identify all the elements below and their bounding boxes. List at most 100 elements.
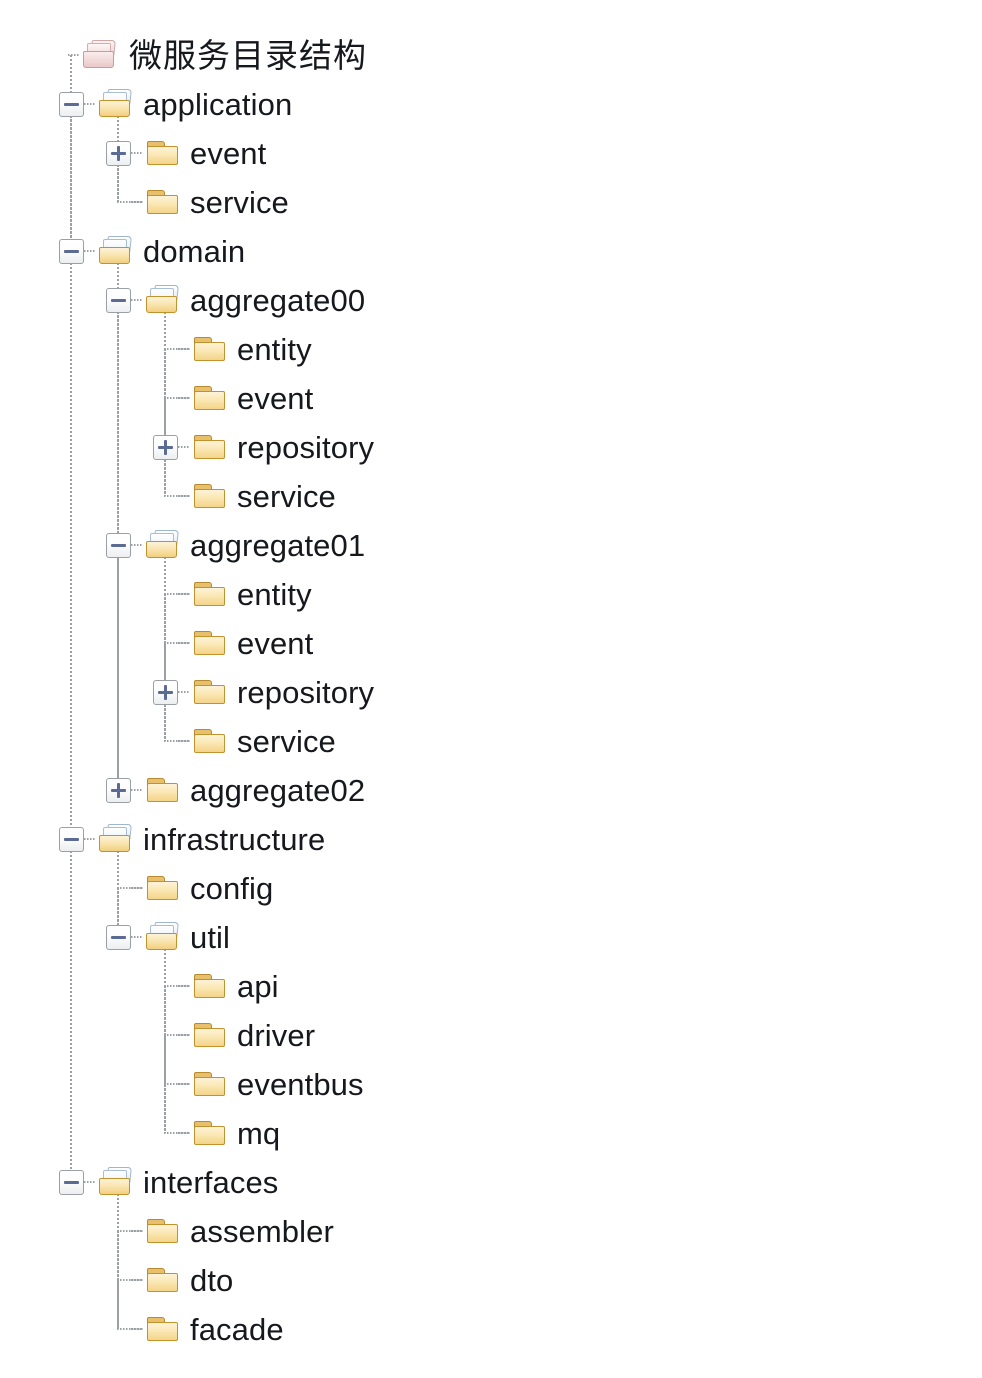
tree-guide-horizontal bbox=[117, 1279, 143, 1281]
tree-guide-horizontal bbox=[117, 201, 143, 203]
tree-guide-vertical bbox=[117, 839, 119, 937]
folder-closed-icon bbox=[192, 334, 228, 364]
folder-closed-icon bbox=[192, 628, 228, 658]
folder-closed-icon bbox=[192, 383, 228, 413]
tree-guide-vertical bbox=[164, 300, 166, 496]
tree-node-driver[interactable]: driver bbox=[153, 1011, 315, 1059]
folder-open-icon bbox=[145, 530, 181, 560]
tree-node-repository[interactable]: repository bbox=[153, 668, 374, 716]
tree-node-label: infrastructure bbox=[143, 821, 326, 857]
folder-open-icon bbox=[98, 824, 134, 854]
folder-closed-icon bbox=[145, 187, 181, 217]
tree-guide-horizontal bbox=[164, 1083, 190, 1085]
tree-node-assembler[interactable]: assembler bbox=[106, 1207, 334, 1255]
tree-node-label: entity bbox=[237, 576, 312, 612]
tree-node-entity[interactable]: entity bbox=[153, 325, 312, 373]
folder-open-icon bbox=[98, 1167, 134, 1197]
tree-guide-stub bbox=[131, 887, 143, 889]
tree-node-event[interactable]: event bbox=[153, 619, 313, 667]
tree-guide-stub bbox=[178, 691, 190, 693]
tree-guide-stub bbox=[84, 1181, 96, 1183]
expand-plus-icon[interactable] bbox=[153, 434, 178, 460]
tree-guide-horizontal bbox=[164, 985, 190, 987]
tree-node-label: aggregate02 bbox=[190, 772, 366, 808]
tree-toggle-spacer bbox=[43, 43, 68, 68]
tree-node-service[interactable]: service bbox=[106, 178, 289, 226]
tree-node-label: assembler bbox=[190, 1213, 334, 1249]
tree-guide-stub bbox=[84, 103, 96, 105]
tree-node-util[interactable]: util bbox=[106, 913, 230, 961]
tree-node-api[interactable]: api bbox=[153, 962, 279, 1010]
tree-node-dto[interactable]: dto bbox=[106, 1256, 233, 1304]
tree-guide-horizontal bbox=[117, 887, 143, 889]
tree-node-label: util bbox=[190, 919, 231, 955]
tree-node-event[interactable]: event bbox=[153, 374, 313, 422]
tree-guide-horizontal bbox=[164, 740, 190, 742]
collapse-minus-icon[interactable] bbox=[106, 532, 131, 558]
collapse-minus-icon[interactable] bbox=[59, 826, 84, 852]
tree-toggle-spacer bbox=[153, 386, 178, 411]
folder-closed-icon bbox=[192, 432, 228, 462]
collapse-minus-icon[interactable] bbox=[106, 287, 131, 313]
collapse-minus-icon[interactable] bbox=[59, 1169, 84, 1195]
folder-open-icon bbox=[98, 236, 134, 266]
collapse-minus-icon[interactable] bbox=[59, 238, 84, 264]
tree-guide-stub bbox=[178, 740, 190, 742]
tree-toggle-spacer bbox=[153, 1121, 178, 1146]
tree-node-service[interactable]: service bbox=[153, 717, 336, 765]
tree-node-facade[interactable]: facade bbox=[106, 1305, 284, 1353]
tree-toggle-spacer bbox=[153, 974, 178, 999]
collapse-minus-icon[interactable] bbox=[106, 924, 131, 950]
tree-node-eventbus[interactable]: eventbus bbox=[153, 1060, 364, 1108]
tree-guide-stub bbox=[84, 838, 96, 840]
tree-node-aggregate01[interactable]: aggregate01 bbox=[106, 521, 365, 569]
tree-toggle-spacer bbox=[153, 631, 178, 656]
tree-toggle-spacer bbox=[153, 337, 178, 362]
tree-node-domain[interactable]: domain bbox=[59, 227, 245, 275]
tree-node-label: event bbox=[237, 625, 314, 661]
tree-guide-stub bbox=[178, 348, 190, 350]
tree-guide-horizontal bbox=[164, 348, 190, 350]
tree-guide-stub bbox=[178, 446, 190, 448]
tree-node-infrastructure[interactable]: infrastructure bbox=[59, 815, 325, 863]
folder-closed-icon bbox=[192, 726, 228, 756]
tree-node-label: aggregate00 bbox=[190, 282, 366, 318]
tree-node-label: event bbox=[190, 135, 267, 171]
tree-toggle-spacer bbox=[153, 484, 178, 509]
tree-node-config[interactable]: config bbox=[106, 864, 273, 912]
tree-toggle-spacer bbox=[106, 190, 131, 215]
tree-node-service[interactable]: service bbox=[153, 472, 336, 520]
tree-node-entity[interactable]: entity bbox=[153, 570, 312, 618]
tree-guide-vertical bbox=[117, 251, 119, 790]
tree-guide-stub bbox=[131, 544, 143, 546]
tree-node-repository[interactable]: repository bbox=[153, 423, 374, 471]
tree-node-label: api bbox=[237, 968, 279, 1004]
expand-plus-icon[interactable] bbox=[106, 140, 131, 166]
tree-node-label: config bbox=[190, 870, 274, 906]
folder-closed-icon bbox=[192, 1118, 228, 1148]
tree-node-event[interactable]: event bbox=[106, 129, 266, 177]
tree-toggle-spacer bbox=[153, 1023, 178, 1048]
tree-node-label: 微服务目录结构 bbox=[129, 36, 367, 74]
tree-guide-vertical bbox=[70, 55, 72, 1182]
tree-guide-stub bbox=[178, 1034, 190, 1036]
tree-node-label: mq bbox=[237, 1115, 281, 1151]
tree-node-[interactable]: 微服务目录结构 bbox=[43, 31, 367, 79]
tree-node-interfaces[interactable]: interfaces bbox=[59, 1158, 278, 1206]
collapse-minus-icon[interactable] bbox=[59, 91, 84, 117]
tree-node-aggregate02[interactable]: aggregate02 bbox=[106, 766, 365, 814]
folder-closed-icon bbox=[192, 971, 228, 1001]
tree-guide-horizontal bbox=[164, 642, 190, 644]
tree-node-application[interactable]: application bbox=[59, 80, 292, 128]
tree-node-label: repository bbox=[237, 429, 375, 465]
tree-node-label: application bbox=[143, 86, 293, 122]
tree-node-mq[interactable]: mq bbox=[153, 1109, 280, 1157]
expand-plus-icon[interactable] bbox=[106, 777, 131, 803]
tree-node-aggregate00[interactable]: aggregate00 bbox=[106, 276, 365, 324]
folder-closed-icon bbox=[145, 1314, 181, 1344]
folder-closed-icon bbox=[145, 873, 181, 903]
expand-plus-icon[interactable] bbox=[153, 679, 178, 705]
tree-guide-stub bbox=[178, 397, 190, 399]
tree-toggle-spacer bbox=[153, 582, 178, 607]
tree-node-label: entity bbox=[237, 331, 312, 367]
